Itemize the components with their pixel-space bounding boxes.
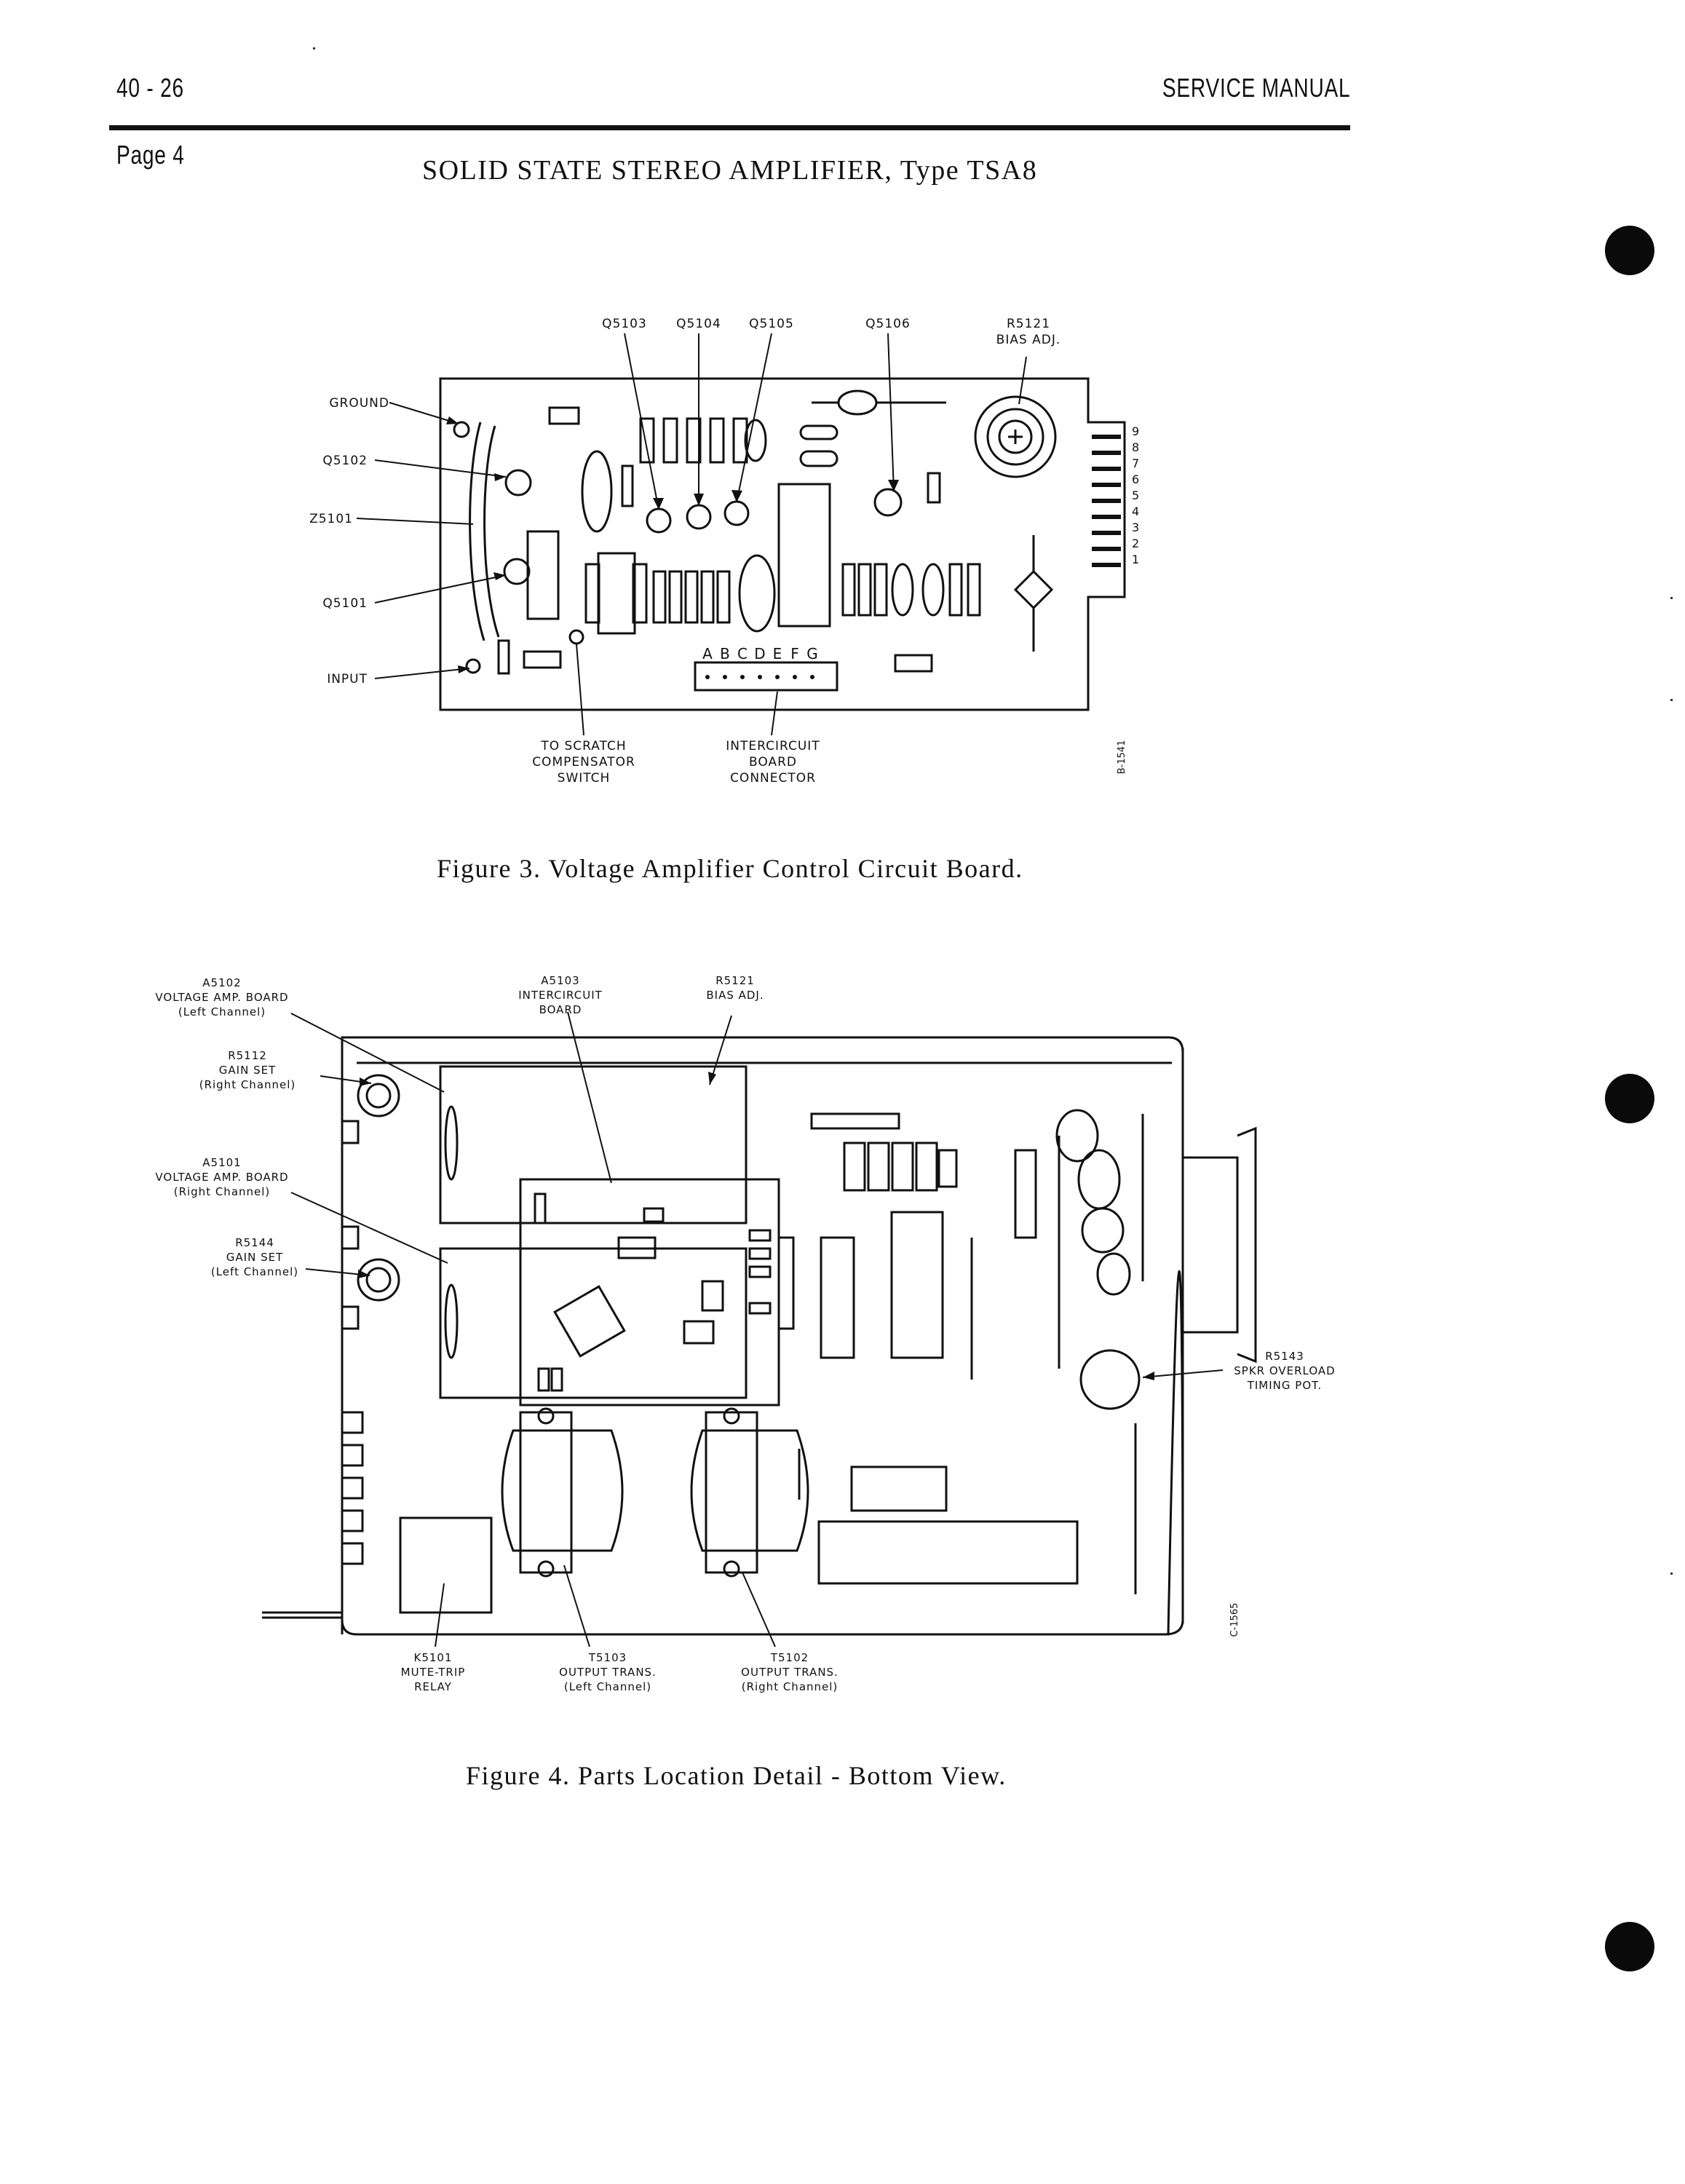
connector-letter: F bbox=[790, 645, 799, 662]
connector-letter: B bbox=[720, 645, 730, 662]
connector-letter: A bbox=[702, 645, 713, 662]
label-r5112-1: R5112 bbox=[228, 1049, 267, 1062]
label-t5102-1: T5102 bbox=[770, 1651, 809, 1664]
connector-letter: E bbox=[773, 645, 782, 662]
header-rule bbox=[109, 125, 1350, 130]
label-connector-1: INTERCIRCUIT bbox=[726, 739, 820, 753]
manual-name: SERVICE MANUAL bbox=[1162, 73, 1350, 103]
pin-number: 3 bbox=[1132, 521, 1139, 534]
label-a5103-3: BOARD bbox=[539, 1003, 582, 1016]
label-t5103-1: T5103 bbox=[588, 1651, 627, 1664]
label-t5103-3: (Left Channel) bbox=[564, 1680, 651, 1693]
label-ground: GROUND bbox=[329, 396, 389, 411]
scan-speck bbox=[1670, 699, 1673, 701]
binder-hole-middle bbox=[1605, 1074, 1654, 1123]
label-q5103: Q5103 bbox=[602, 317, 647, 331]
label-a5101-1: A5101 bbox=[202, 1156, 241, 1169]
label-input: INPUT bbox=[327, 672, 368, 687]
board-outline bbox=[439, 377, 1126, 711]
label-k5101-3: RELAY bbox=[414, 1680, 452, 1693]
label-r5121-2: BIAS ADJ. bbox=[706, 989, 764, 1002]
label-r5144-1: R5144 bbox=[235, 1236, 274, 1249]
page-title: SOLID STATE STEREO AMPLIFIER, Type TSA8 bbox=[422, 155, 1038, 186]
label-z5101: Z5101 bbox=[309, 512, 353, 526]
label-q5101: Q5101 bbox=[322, 596, 368, 611]
label-r5121: R5121 bbox=[1007, 317, 1050, 331]
label-q5104: Q5104 bbox=[676, 317, 721, 331]
figure4-parts-location-drawing: A5102 VOLTAGE AMP. BOARD (Left Channel) … bbox=[155, 974, 1335, 1693]
label-k5101-1: K5101 bbox=[413, 1651, 452, 1664]
label-scratch-2: COMPENSATOR bbox=[532, 755, 635, 769]
label-a5103-1: A5103 bbox=[541, 974, 579, 987]
binder-hole-bottom bbox=[1605, 1922, 1654, 1971]
label-t5103-2: OUTPUT TRANS. bbox=[559, 1666, 657, 1679]
label-a5103-2: INTERCIRCUIT bbox=[518, 989, 603, 1002]
page-label: Page 4 bbox=[116, 140, 185, 170]
label-bias-adj: BIAS ADJ. bbox=[996, 333, 1061, 347]
label-r5112-2: GAIN SET bbox=[219, 1064, 276, 1077]
label-r5121-1: R5121 bbox=[715, 974, 755, 987]
pin-number: 8 bbox=[1132, 440, 1139, 454]
label-k5101-2: MUTE-TRIP bbox=[401, 1666, 466, 1679]
label-a5102-3: (Left Channel) bbox=[178, 1005, 266, 1018]
figure3-drawing-number: B-1541 bbox=[1117, 740, 1127, 775]
label-connector-2: BOARD bbox=[749, 755, 797, 769]
pin-number: 1 bbox=[1132, 553, 1139, 566]
binder-hole-top bbox=[1605, 226, 1654, 275]
pin-number: 4 bbox=[1132, 505, 1139, 518]
label-r5143-3: TIMING POT. bbox=[1247, 1379, 1323, 1392]
figure4-caption: Figure 4. Parts Location Detail - Bottom… bbox=[466, 1761, 1007, 1790]
label-t5102-3: (Right Channel) bbox=[742, 1680, 838, 1693]
connector-letter: C bbox=[737, 645, 748, 662]
pin-number: 9 bbox=[1132, 424, 1139, 438]
label-r5143-1: R5143 bbox=[1265, 1350, 1304, 1363]
label-t5102-2: OUTPUT TRANS. bbox=[741, 1666, 838, 1679]
pin-number: 2 bbox=[1132, 537, 1139, 550]
label-r5144-2: GAIN SET bbox=[226, 1251, 283, 1264]
scan-speck bbox=[313, 47, 315, 50]
label-q5105: Q5105 bbox=[749, 317, 794, 331]
connector-letter: G bbox=[806, 645, 818, 662]
label-a5101-2: VOLTAGE AMP. BOARD bbox=[155, 1171, 288, 1184]
chassis-outline bbox=[341, 1036, 1184, 1636]
scan-speck bbox=[1670, 597, 1673, 599]
label-a5101-3: (Right Channel) bbox=[174, 1185, 271, 1198]
page-reference: 40 - 26 bbox=[116, 73, 184, 103]
label-a5102-2: VOLTAGE AMP. BOARD bbox=[155, 991, 288, 1004]
pin-number: 7 bbox=[1132, 456, 1139, 470]
label-a5102-1: A5102 bbox=[202, 976, 241, 989]
pin-number: 6 bbox=[1132, 472, 1139, 486]
pin-number: 5 bbox=[1132, 488, 1139, 502]
figure3-caption: Figure 3. Voltage Amplifier Control Circ… bbox=[437, 854, 1023, 883]
figure3-circuit-board-drawing: A B C D E F G 9 8 7 6 5 4 3 2 1 Q5103 Q5… bbox=[309, 317, 1139, 786]
label-r5144-3: (Left Channel) bbox=[211, 1265, 298, 1278]
label-q5106: Q5106 bbox=[865, 317, 911, 331]
label-connector-3: CONNECTOR bbox=[730, 771, 816, 786]
label-scratch-3: SWITCH bbox=[558, 771, 611, 786]
figure4-drawing-number: C-1565 bbox=[1229, 1603, 1240, 1637]
label-q5102: Q5102 bbox=[322, 454, 368, 468]
label-r5143-2: SPKR OVERLOAD bbox=[1234, 1364, 1335, 1377]
label-scratch-1: TO SCRATCH bbox=[540, 739, 626, 753]
label-r5112-3: (Right Channel) bbox=[199, 1078, 296, 1091]
connector-letter: D bbox=[754, 645, 765, 662]
scan-speck bbox=[1670, 1572, 1673, 1575]
